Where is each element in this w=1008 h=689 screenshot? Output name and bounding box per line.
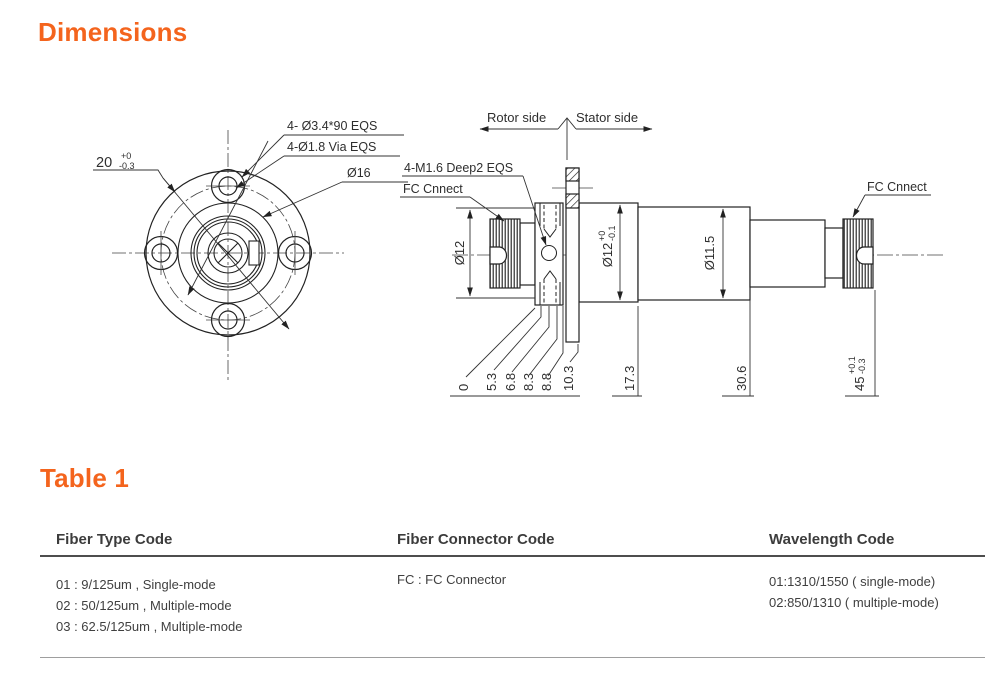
dim-d12-stator-plus: +0: [597, 231, 607, 241]
page-title-table1: Table 1: [40, 463, 130, 493]
front-dim-20: 20: [96, 155, 112, 171]
front-view: 4- Ø3.4*90 EQS 4-Ø1.8 Via EQS Ø16 20 +0 …: [93, 119, 408, 380]
technical-drawing: 4- Ø3.4*90 EQS 4-Ø1.8 Via EQS Ø16 20 +0 …: [93, 110, 945, 397]
front-label-via: 4-Ø1.8 Via EQS: [287, 140, 376, 154]
ord-6-8: 6.8: [503, 373, 518, 391]
dim-45: 45: [852, 377, 867, 391]
wavelength-row-2: 02:850/1310 ( multiple-mode): [769, 595, 939, 610]
rotor-side-label: Rotor side: [487, 110, 546, 125]
side-label-fc-left: FC Cnnect: [403, 182, 463, 196]
dim-d115: Ø11.5: [702, 236, 717, 270]
side-label-fc-right: FC Cnnect: [867, 180, 927, 194]
page-title-dimensions: Dimensions: [38, 17, 188, 47]
ord-10-3: 10.3: [561, 366, 576, 391]
ord-5-3: 5.3: [484, 373, 499, 391]
fiber-type-row-2: 02 : 50/125um , Multiple-mode: [56, 598, 232, 613]
fiber-type-row-3: 03 : 62.5/125um , Multiple-mode: [56, 619, 243, 634]
col-header-fiber-connector: Fiber Connector Code: [397, 531, 555, 548]
dim-d12-stator: Ø12: [600, 243, 615, 268]
col-header-fiber-type: Fiber Type Code: [56, 531, 173, 548]
table-header-rule: [40, 555, 985, 557]
side-label-screws: 4-M1.6 Deep2 EQS: [404, 161, 513, 175]
front-dim-20-plus: +0: [121, 151, 131, 161]
dim-45-plus: +0.1: [847, 356, 857, 374]
front-dim-20-minus: -0.3: [119, 161, 135, 171]
wavelength-row-1: 01:1310/1550 ( single-mode): [769, 574, 936, 589]
ord-8-8: 8.8: [539, 373, 554, 391]
ord-17-3: 17.3: [622, 366, 637, 391]
table-bottom-rule: [40, 657, 985, 658]
connector-row-1: FC : FC Connector: [397, 572, 507, 587]
front-label-counterbore: 4- Ø3.4*90 EQS: [287, 119, 377, 133]
stator-side-label: Stator side: [576, 110, 638, 125]
dim-d12-rotor: Ø12: [452, 241, 467, 266]
side-view: Rotor side Stator side: [400, 110, 945, 397]
front-label-d16: Ø16: [347, 166, 371, 180]
fiber-type-row-1: 01 : 9/125um , Single-mode: [56, 577, 216, 592]
dim-d12-stator-minus: -0.1: [607, 225, 617, 241]
ord-0: 0: [456, 384, 471, 391]
ord-30-6: 30.6: [734, 366, 749, 391]
dim-45-minus: -0.3: [857, 358, 867, 374]
ord-8-3: 8.3: [521, 373, 536, 391]
col-header-wavelength: Wavelength Code: [769, 531, 895, 548]
